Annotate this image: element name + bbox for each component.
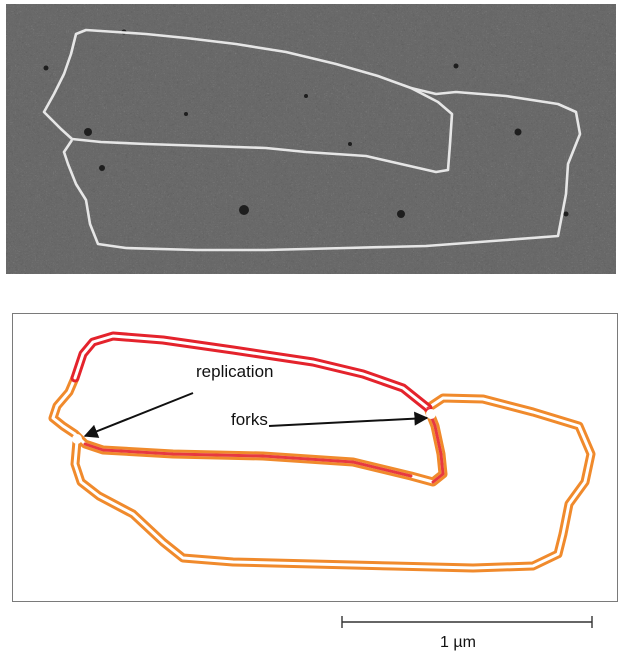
diagram-panel [12,313,618,602]
left-fork-arrow [85,393,193,436]
scale-bar-label: 1 µm [440,634,476,652]
electron-micrograph [6,4,616,274]
parental-dna-strand [53,378,591,568]
scale-bar [341,614,593,630]
right-fork-arrow [269,418,427,426]
replication-forks-label: replication [196,362,274,382]
replication-bubble-diagram [13,314,617,601]
replication-forks-label-forks: forks [231,410,268,430]
